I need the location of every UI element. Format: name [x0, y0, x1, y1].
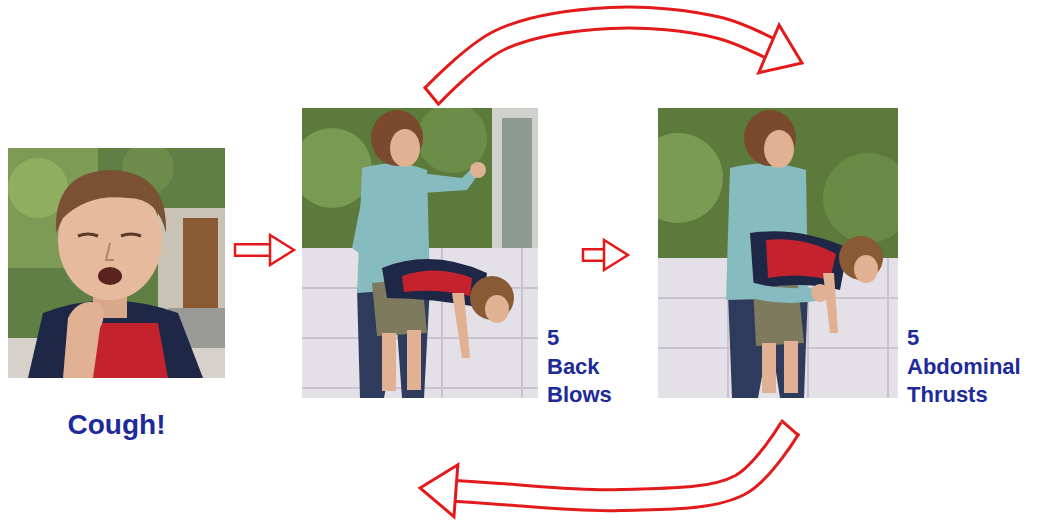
abdominal-thrusts-photo	[658, 108, 898, 398]
step-caption: Cough!	[8, 408, 225, 442]
arrow-end	[781, 420, 799, 436]
photo-shape	[811, 284, 829, 302]
photo-shape	[302, 248, 538, 398]
photo-shape	[762, 343, 776, 393]
photo-shape	[502, 118, 532, 258]
photo-shape	[764, 130, 794, 168]
photo-shape	[56, 170, 166, 233]
arrow-outline	[432, 18, 782, 96]
photo-shape	[78, 234, 141, 236]
photo-shape	[63, 302, 104, 378]
photo-shape	[390, 129, 420, 167]
photo-shape	[470, 162, 486, 178]
arrow-end	[234, 243, 237, 257]
photo-shape	[658, 133, 723, 223]
photo-shape	[382, 333, 396, 391]
hollow-arrow	[235, 235, 294, 265]
hollow-arrow	[424, 18, 802, 106]
photo-shape	[784, 341, 798, 393]
photo-shape	[106, 243, 114, 260]
photo-panel: 5 Abdominal Thrusts	[658, 108, 898, 398]
step-caption: 5 Back Blows	[547, 324, 612, 410]
photo-shape	[352, 188, 392, 273]
arrow-end	[582, 248, 585, 262]
photo-shape	[485, 295, 509, 323]
photo-panel: Cough!	[8, 148, 225, 378]
arrow-head	[759, 25, 802, 73]
photo-shape	[492, 108, 538, 268]
photo-shape	[371, 110, 423, 166]
arrow-fill	[442, 428, 790, 500]
back-blows-photo	[302, 108, 538, 398]
step-caption: 5 Abdominal Thrusts	[907, 324, 1021, 410]
hollow-arrow	[420, 420, 799, 517]
choking-child-photo	[8, 148, 225, 378]
arrow-head	[420, 465, 458, 517]
photo-shape	[8, 148, 225, 378]
photo-shape	[302, 248, 538, 398]
photo-shape	[736, 278, 823, 303]
photo-shape	[854, 255, 878, 283]
arrow-head	[270, 235, 294, 265]
photo-shape	[823, 153, 898, 243]
arrow-outline	[442, 428, 790, 500]
arrow-head	[604, 240, 628, 270]
photo-shape	[402, 270, 472, 296]
photo-shape	[452, 293, 470, 358]
arrow-end	[424, 87, 439, 106]
photo-shape	[823, 273, 838, 333]
photo-panel: 5 Back Blows	[302, 108, 538, 398]
photo-shape	[98, 267, 122, 285]
arrow-fill	[432, 18, 782, 96]
hollow-arrow	[583, 240, 628, 270]
photo-shape	[407, 330, 421, 390]
